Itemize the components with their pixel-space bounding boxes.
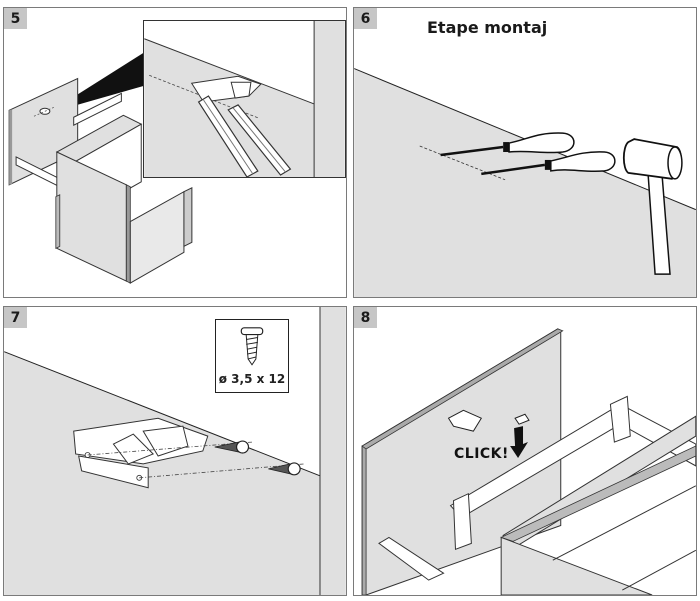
marking-line bbox=[419, 145, 506, 181]
step-7-illustration bbox=[4, 307, 346, 595]
page-heading: Etape montaj bbox=[427, 18, 548, 37]
step-5-panel: 5 bbox=[3, 7, 347, 298]
screw-icon bbox=[240, 327, 264, 366]
step-5-illustration bbox=[8, 51, 193, 284]
step-8-illustration bbox=[361, 328, 696, 595]
step-7-panel: 7 bbox=[3, 306, 347, 596]
click-callout: CLICK! bbox=[454, 446, 509, 462]
bracket bbox=[447, 409, 483, 432]
step-6-illustration bbox=[354, 68, 696, 297]
inset-illustration bbox=[144, 21, 345, 177]
detail-inset bbox=[143, 20, 346, 178]
step-number-badge: 8 bbox=[354, 307, 377, 328]
step-8-panel: 8 CLICK! bbox=[353, 306, 697, 596]
screwdriver-icon bbox=[481, 151, 616, 176]
screw-spec-box: ø 3,5 x 12 bbox=[215, 319, 289, 393]
screwdriver-icon bbox=[440, 132, 575, 157]
mallet-icon bbox=[622, 138, 683, 275]
step-number-badge: 6 bbox=[354, 8, 377, 29]
step-number-badge: 5 bbox=[4, 8, 27, 29]
arrow-down-icon bbox=[510, 426, 528, 458]
screw-spec-label: ø 3,5 x 12 bbox=[218, 372, 286, 386]
bracket bbox=[73, 417, 209, 489]
screw-icon bbox=[214, 440, 250, 454]
clip bbox=[514, 413, 530, 425]
step-number-badge: 7 bbox=[4, 307, 27, 328]
step-6-panel: 6 Etape montaj bbox=[353, 7, 697, 298]
screw-icon bbox=[268, 462, 301, 476]
